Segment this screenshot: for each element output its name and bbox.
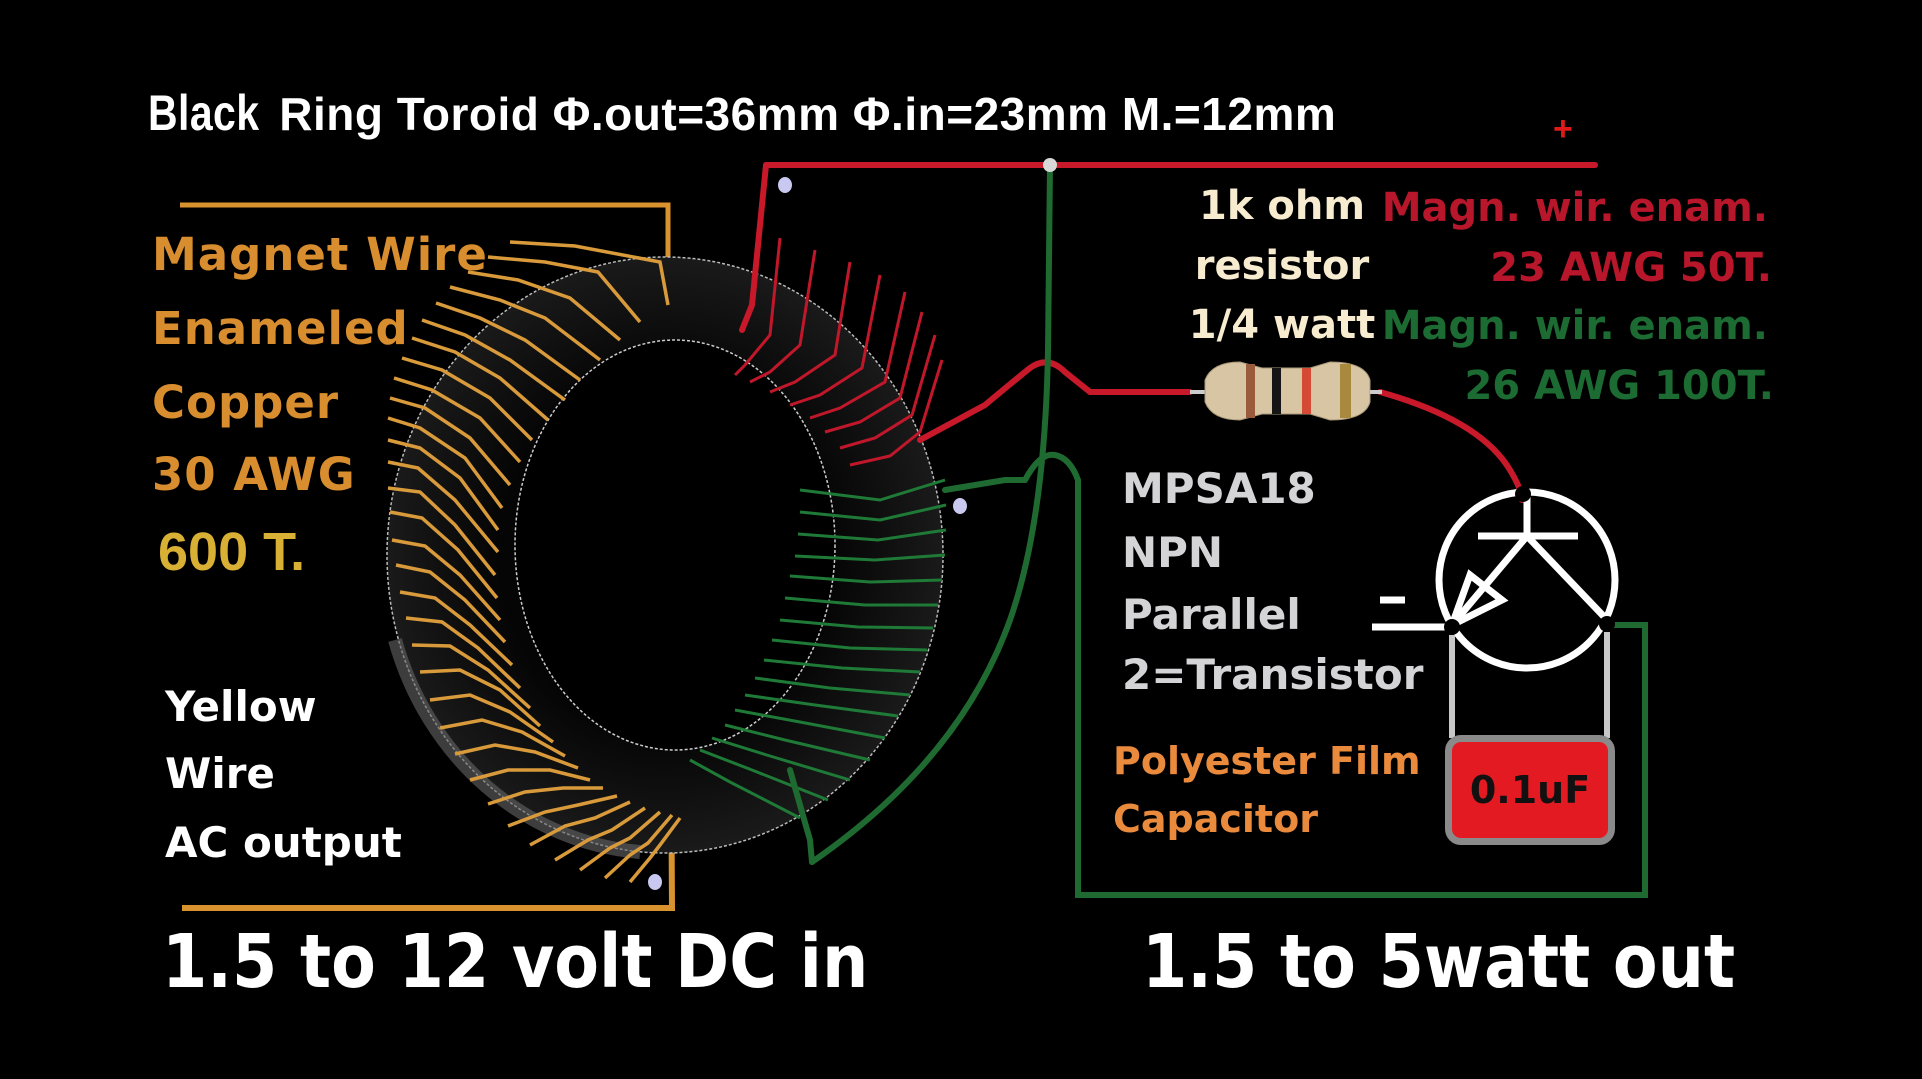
primary-green-label-1: Magn. wir. enam. [1381, 303, 1768, 349]
secondary-windings [387, 240, 682, 884]
resistor-wattage: 1/4 watt [1188, 302, 1376, 348]
resistor-type: resistor [1194, 243, 1370, 289]
capacitor-leads [1449, 632, 1610, 738]
capacitor-component: 0.1uF [1445, 735, 1615, 845]
input-voltage-label: 1.5 to 12 volt DC in [162, 919, 869, 1005]
primary-green-label-2: 26 AWG 100T. [1464, 363, 1774, 409]
primary-green-windings [689, 478, 947, 820]
primary-red-label-2: 23 AWG 50T. [1490, 245, 1772, 291]
primary-red-windings [733, 237, 944, 467]
positive-terminal-icon: + [1553, 110, 1573, 148]
output-label-line-1: Yellow [165, 682, 317, 731]
title-specs: Ring Toroid Φ.out=36mm Φ.in=23mm M.=12mm [279, 88, 1337, 140]
secondary-label-line-1: Magnet Wire [152, 228, 488, 281]
resistor-component [1190, 361, 1382, 421]
capacitor-value: 0.1uF [1469, 768, 1591, 812]
output-label-line-3: AC output [165, 818, 402, 867]
green-wires [787, 162, 1648, 898]
output-power-label: 1.5 to 5watt out [1142, 919, 1736, 1005]
connection-dots [648, 158, 1057, 890]
primary-red-label-1: Magn. wir. enam. [1381, 185, 1768, 231]
resistor-value: 1k ohm [1199, 183, 1365, 229]
toroid-core [386, 256, 944, 859]
page-title: Black Ring Toroid Φ.out=36mm Φ.in=23mm M… [148, 88, 1336, 138]
transistor-symbol [1372, 488, 1619, 672]
transistor-model: MPSA18 [1122, 464, 1316, 513]
secondary-label-line-4: 30 AWG [152, 448, 356, 501]
transistor-config: Parallel [1122, 590, 1301, 639]
transistor-count: 2=Transistor [1122, 650, 1424, 699]
transistor-type: NPN [1122, 528, 1224, 577]
title-first-word: Black [148, 85, 260, 141]
capacitor-type-line-2: Capacitor [1113, 797, 1318, 841]
secondary-turns: 600 T. [158, 522, 306, 582]
transistor-terminals [1444, 486, 1615, 635]
secondary-label-line-2: Enameled [152, 302, 409, 355]
output-label-line-2: Wire [165, 749, 275, 798]
secondary-label-line-3: Copper [152, 376, 340, 429]
capacitor-type-line-1: Polyester Film [1113, 739, 1421, 783]
